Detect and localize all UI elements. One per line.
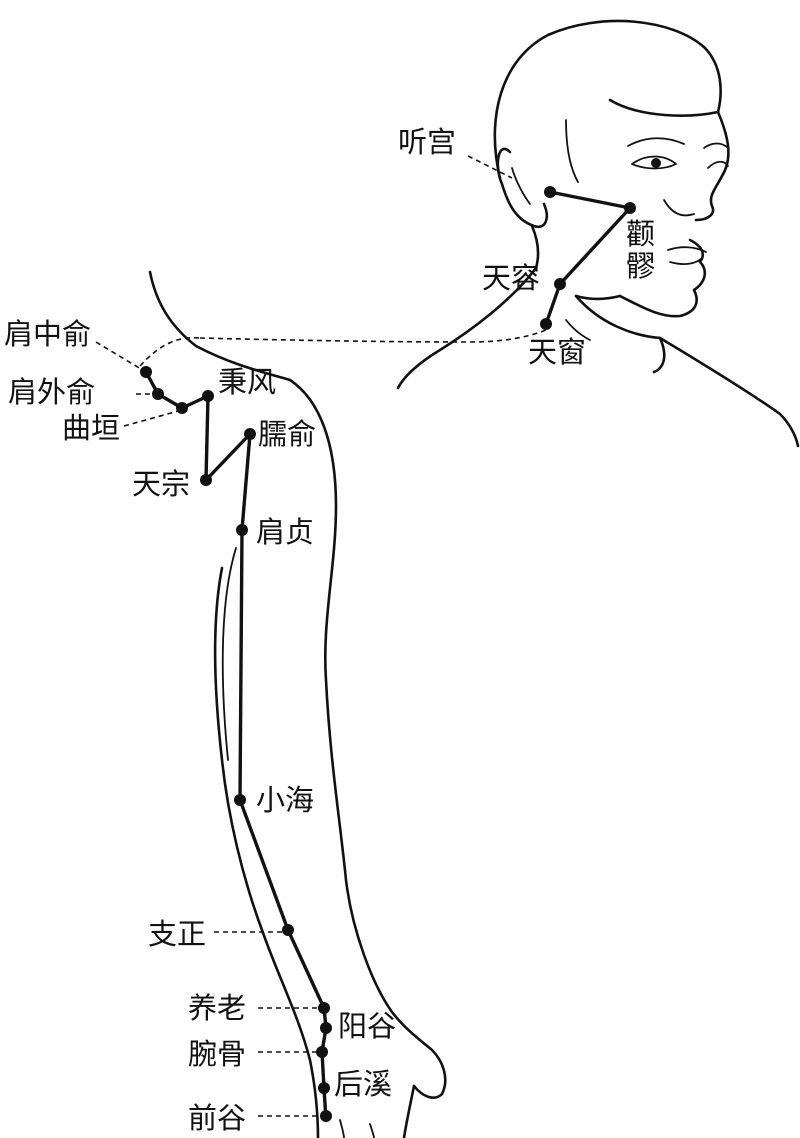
point-tianrong	[554, 278, 566, 290]
point-tianzong	[200, 474, 212, 486]
arm-outline	[139, 270, 447, 1138]
label-tinggong: 听宫	[398, 125, 456, 159]
label-wangu: 腕骨	[188, 1037, 246, 1071]
label-naoshu: 臑俞	[258, 417, 316, 451]
label-jianwaishu: 肩外俞	[8, 375, 95, 409]
label-yanggu: 阳谷	[338, 1009, 396, 1043]
meridian-face-segment	[544, 190, 632, 326]
leader-lines	[95, 155, 547, 1117]
label-houxi: 后溪	[334, 1067, 392, 1101]
label-jianzhongshu: 肩中俞	[4, 317, 91, 351]
point-qiangu	[320, 1110, 332, 1122]
label-quanliao-bottom: 髎	[626, 249, 655, 283]
point-wangu	[316, 1046, 328, 1058]
label-tianzong: 天宗	[132, 467, 190, 501]
point-quyuan	[176, 402, 188, 414]
label-qiangu: 前谷	[188, 1101, 246, 1135]
point-tinggong	[544, 186, 556, 198]
point-zhizheng	[282, 924, 294, 936]
label-tianchuang: 天窗	[528, 335, 586, 369]
point-naoshu	[244, 428, 256, 440]
point-tianchuang	[540, 318, 552, 330]
point-quanliao	[624, 202, 636, 214]
label-xiaohai: 小海	[256, 783, 314, 817]
label-tianrong: 天容	[482, 261, 540, 295]
label-quanliao-top: 颧	[626, 217, 655, 251]
point-jianwaishu	[152, 388, 164, 400]
point-jianzhen	[236, 524, 248, 536]
point-houxi	[318, 1082, 330, 1094]
acupoint-labels: 听宫 颧 髎 天容 天窗 肩中俞 肩外俞 曲垣 秉风 臑俞 天宗 肩贞 小海 支…	[4, 125, 655, 1135]
point-yanglao	[318, 1002, 330, 1014]
label-jianzhen: 肩贞	[256, 515, 314, 549]
acupoint-markers	[140, 186, 636, 1122]
label-quyuan: 曲垣	[62, 411, 120, 445]
label-zhizheng: 支正	[148, 917, 206, 951]
meridian-path	[144, 190, 632, 1122]
point-xiaohai	[234, 794, 246, 806]
point-bingfeng	[202, 390, 214, 402]
point-jianzhongshu	[140, 366, 152, 378]
point-yanggu	[320, 1022, 332, 1034]
label-bingfeng: 秉风	[218, 365, 276, 399]
label-yanglao: 养老	[188, 991, 246, 1025]
head-outline	[396, 19, 800, 448]
